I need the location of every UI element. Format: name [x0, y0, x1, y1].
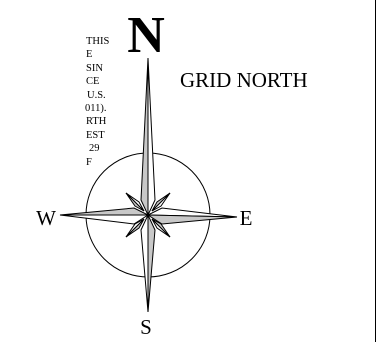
south-point-right	[148, 215, 155, 312]
east-label: E	[240, 206, 253, 230]
south-point-left	[141, 215, 148, 312]
north-point-right	[148, 58, 155, 215]
south-label: S	[140, 315, 152, 339]
north-point-left	[141, 58, 148, 215]
west-point-bottom	[60, 215, 148, 224]
west-point-top	[60, 208, 148, 215]
north-label: N	[127, 7, 165, 64]
east-point-bottom	[148, 215, 237, 224]
west-label: W	[36, 206, 56, 230]
